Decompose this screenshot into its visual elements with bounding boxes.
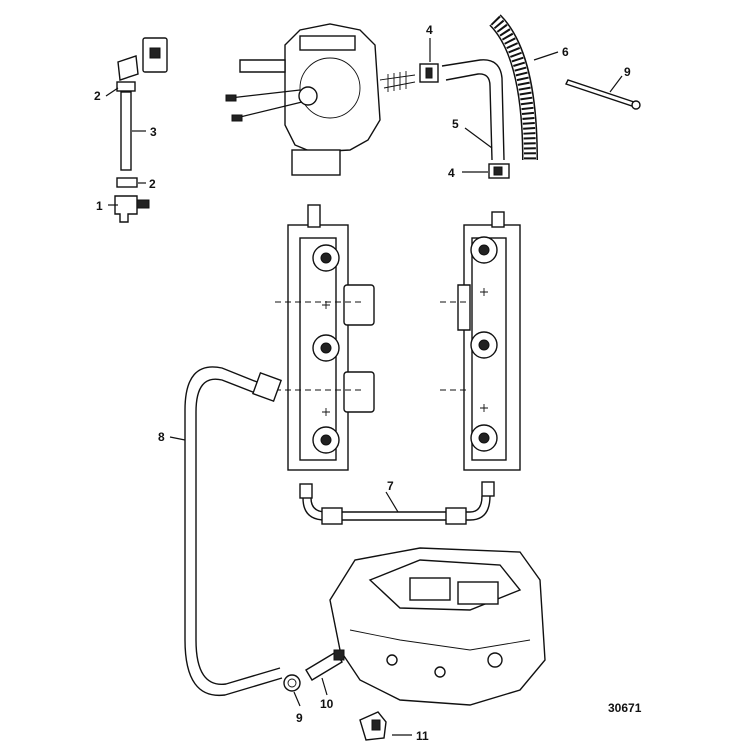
- part-tube: [120, 91, 132, 171]
- leader-2a: [105, 87, 119, 97]
- part-injector-left-1-core: [320, 252, 332, 264]
- part-long-hose-outer: [184, 366, 283, 697]
- part-bolt-right-1: [480, 288, 488, 296]
- part-manifold-hole-2: [386, 654, 398, 666]
- part-regulator-left-1: [343, 284, 375, 326]
- part-nut-lower: [116, 177, 138, 188]
- part-fitting-stack: [114, 37, 168, 223]
- part-crossover-hose: [299, 481, 495, 525]
- part-rail-right-bracket: [457, 284, 471, 331]
- part-pump-body: [284, 23, 381, 153]
- leader-7: [385, 491, 399, 513]
- part-regulator-left-2: [343, 371, 375, 413]
- part-manifold-hole-1: [434, 666, 446, 678]
- part-elbow-fitting: [117, 55, 139, 81]
- part-manifold-boss: [487, 652, 503, 668]
- callout-4-lower: 4: [448, 166, 455, 180]
- part-rail-left-stem: [307, 204, 321, 228]
- part-tee-fitting: [114, 195, 138, 223]
- part-crossover-outer: [302, 495, 491, 521]
- leader-lines: [105, 38, 623, 736]
- callout-4-upper: 4: [426, 23, 433, 37]
- part-wire-terminal-2: [231, 114, 243, 122]
- callout-10: 10: [320, 697, 334, 711]
- part-barb-fitting-nut: [333, 649, 345, 661]
- part-hose-elbow-outer: [441, 59, 505, 161]
- callout-9-upper: 9: [624, 65, 631, 79]
- leader-9b: [293, 691, 301, 707]
- part-cable-tie-upper: [565, 79, 635, 107]
- part-injector-right-2-core: [478, 339, 490, 351]
- part-manifold-base: [329, 547, 546, 706]
- part-pump-diaphragm: [299, 57, 361, 119]
- part-tee-thread: [136, 199, 150, 209]
- part-crossover-fitting-left: [299, 483, 313, 499]
- part-clip-detail: [371, 719, 381, 731]
- part-fuel-pump: [225, 23, 416, 176]
- part-clamp-upper-detail: [425, 67, 433, 79]
- part-manifold-opening-1: [409, 577, 451, 601]
- leader-8: [169, 436, 186, 441]
- part-fuel-rail-left: [275, 204, 375, 471]
- callout-11: 11: [416, 729, 429, 743]
- part-fuel-rail-right: [440, 211, 521, 471]
- part-bolt-left-2: [322, 408, 330, 416]
- part-braided-hose-weave: [490, 15, 536, 161]
- part-injector-left-2-core: [320, 342, 332, 354]
- callout-3: 3: [150, 125, 157, 139]
- part-pump-port: [298, 86, 318, 106]
- callout-9-lower: 9: [296, 711, 303, 725]
- part-pump-cap: [299, 35, 356, 51]
- callout-2-upper: 2: [94, 89, 101, 103]
- part-manifold-opening-2: [457, 581, 499, 605]
- part-barb-fitting: [305, 651, 343, 681]
- part-nut-upper: [116, 81, 136, 92]
- part-injector-left-3-core: [320, 434, 332, 446]
- part-hose-elbow-inner: [445, 73, 493, 161]
- callout-5: 5: [452, 117, 459, 131]
- part-cable-tie-lower: [283, 674, 301, 692]
- part-clamp-lower-detail: [493, 166, 503, 176]
- part-long-hose-inner: [195, 378, 281, 685]
- part-manifold-ridge: [349, 629, 531, 651]
- part-long-hose: [184, 366, 283, 697]
- leader-6: [533, 51, 559, 61]
- leader-5: [464, 127, 493, 149]
- callout-7: 7: [387, 479, 394, 493]
- part-injector-right-3-core: [478, 432, 490, 444]
- leader-9a: [609, 75, 623, 93]
- part-crossover-sleeve-left: [321, 507, 343, 525]
- part-long-hose-fitting-top: [252, 372, 282, 402]
- part-bracket-detail: [149, 47, 161, 59]
- part-cable-tie-upper-head: [631, 100, 641, 110]
- part-wire-1: [229, 89, 301, 99]
- figure-number: 30671: [608, 701, 642, 715]
- part-bolt-right-2: [480, 404, 488, 412]
- part-wire-terminal-1: [225, 94, 237, 102]
- callout-2-lower: 2: [149, 177, 156, 191]
- part-injector-right-1-core: [478, 244, 490, 256]
- part-bolt-left-1: [322, 301, 330, 309]
- part-cable-tie-lower-inner: [287, 678, 297, 688]
- callout-1: 1: [96, 199, 103, 213]
- part-crossover-sleeve-right: [445, 507, 467, 525]
- part-pump-arm: [239, 59, 286, 73]
- part-wire-2: [235, 101, 303, 119]
- callout-6: 6: [562, 45, 569, 59]
- part-crossover-fitting-right: [481, 481, 495, 497]
- part-pump-spring: [379, 71, 416, 92]
- callout-8: 8: [158, 430, 165, 444]
- leader-10: [321, 677, 328, 696]
- part-pump-base: [291, 149, 341, 176]
- part-rail-right-stem: [491, 211, 505, 228]
